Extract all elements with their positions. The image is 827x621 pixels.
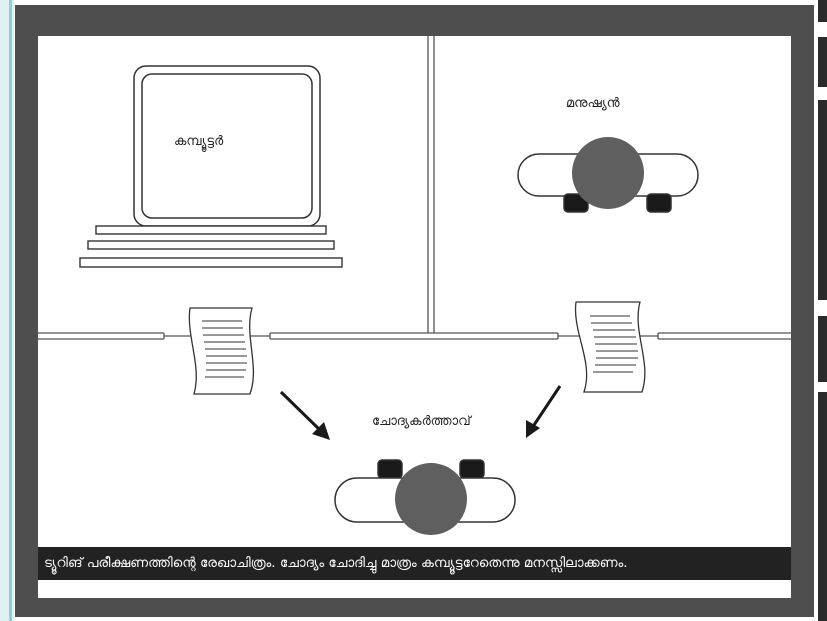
room-walls <box>38 36 791 340</box>
interrogator-figure <box>334 459 516 535</box>
computer-label: കമ്പ്യൂട്ടർ <box>174 134 224 149</box>
turing-test-diagram <box>38 36 791 535</box>
human-figure <box>517 137 699 213</box>
computer-keyboard-icon <box>79 225 343 268</box>
arrow-left <box>279 390 330 440</box>
interrogator-label: ചോദ്യകർത്താവ് <box>372 414 471 429</box>
figure-caption: ട്യൂറിങ് പരീക്ഷണത്തിന്റെ രേഖാചിത്രം. ചോദ… <box>38 547 791 580</box>
computer-monitor-icon <box>133 65 321 227</box>
paper-right-icon <box>574 301 646 393</box>
right-edge-strip <box>818 0 827 621</box>
diagram-panel: കമ്പ്യൂട്ടർ മനുഷ്യൻ ചോദ്യകർത്താവ് <box>38 36 791 598</box>
left-accent-strip <box>0 0 14 621</box>
paper-left-icon <box>188 307 254 395</box>
arrow-right <box>526 385 562 438</box>
human-label: മനുഷ്യൻ <box>566 96 620 111</box>
